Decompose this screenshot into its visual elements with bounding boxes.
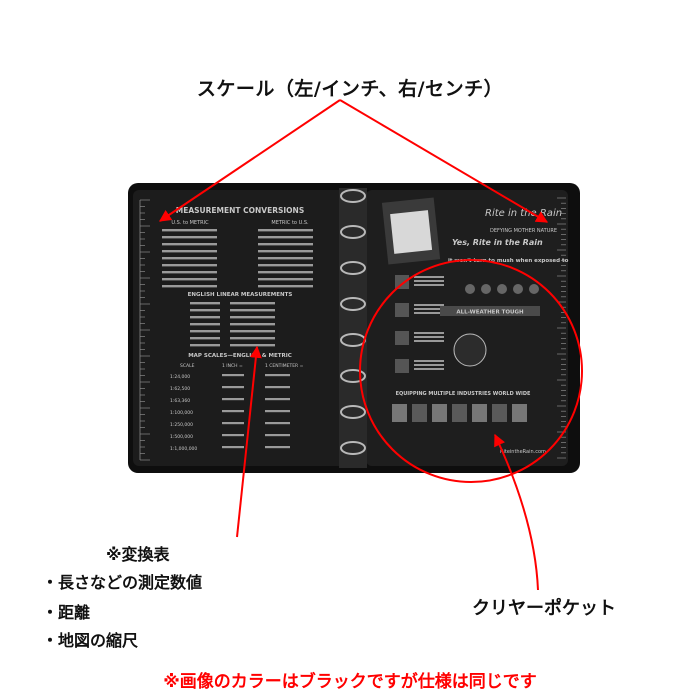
bullet-map-scale: ・地図の縮尺 bbox=[42, 631, 139, 650]
subhead: it won't turn to mush when exposed to bbox=[448, 258, 569, 264]
bullet-distance: ・距離 bbox=[42, 603, 91, 622]
binder-rings bbox=[339, 188, 367, 468]
arrow-to-conversion-table bbox=[236, 345, 262, 538]
map-col-cm: 1 CENTIMETER = bbox=[265, 363, 304, 369]
arrow-to-inch-scale bbox=[159, 99, 341, 222]
map-col-inch: 1 INCH = bbox=[222, 363, 243, 369]
conversion-table: MEASUREMENT CONVERSIONS U.S. to METRIC M… bbox=[162, 206, 313, 452]
arrow-to-clear-pocket bbox=[494, 433, 539, 591]
col-head-metric: METRIC to U.S. bbox=[271, 220, 309, 226]
map-scale-row: 1:100,000 bbox=[170, 410, 193, 416]
section-map: MAP SCALES—ENGLISH & METRIC bbox=[188, 353, 292, 359]
color-note: ※画像のカラーはブラックですが仕様は同じです bbox=[163, 672, 537, 692]
map-scale-row: 1:62,500 bbox=[170, 386, 190, 392]
tagline: DEFYING MOTHER NATURE bbox=[490, 228, 557, 234]
map-scale-row: 1:1,000,000 bbox=[170, 446, 197, 452]
binder bbox=[128, 183, 580, 473]
industries-line: EQUIPPING MULTIPLE INDUSTRIES WORLD WIDE bbox=[396, 391, 531, 397]
annotation-overlay bbox=[159, 99, 583, 591]
section-linear: ENGLISH LINEAR MEASUREMENTS bbox=[188, 292, 293, 298]
logo: Rite in the Rain bbox=[485, 208, 562, 219]
map-scale-row: 1:63,360 bbox=[170, 398, 190, 404]
clear-pocket-label: クリヤーポケット bbox=[472, 598, 616, 619]
clear-pocket-circle bbox=[359, 259, 583, 483]
map-col-scale: SCALE bbox=[180, 363, 195, 369]
website: RiteintheRain.com bbox=[500, 449, 546, 455]
map-scale-row: 1:24,000 bbox=[170, 374, 190, 380]
left-heading: MEASUREMENT CONVERSIONS bbox=[176, 206, 304, 215]
conversion-note: ※変換表 bbox=[106, 545, 170, 564]
map-scale-row: 1:250,000 bbox=[170, 422, 193, 428]
clear-pocket-insert: Rite in the Rain DEFYING MOTHER NATURE Y… bbox=[381, 197, 569, 455]
all-weather-band: ALL-WEATHER TOUGH bbox=[456, 310, 524, 316]
col-head-us: U.S. to METRIC bbox=[171, 220, 209, 226]
map-scale-row: 1:500,000 bbox=[170, 434, 193, 440]
scale-label: スケール（左/インチ、右/センチ） bbox=[196, 78, 504, 100]
headline: Yes, Rite in the Rain bbox=[452, 238, 543, 247]
bullet-measurements: ・長さなどの測定数値 bbox=[42, 573, 203, 592]
arrow-to-cm-scale bbox=[339, 99, 549, 223]
